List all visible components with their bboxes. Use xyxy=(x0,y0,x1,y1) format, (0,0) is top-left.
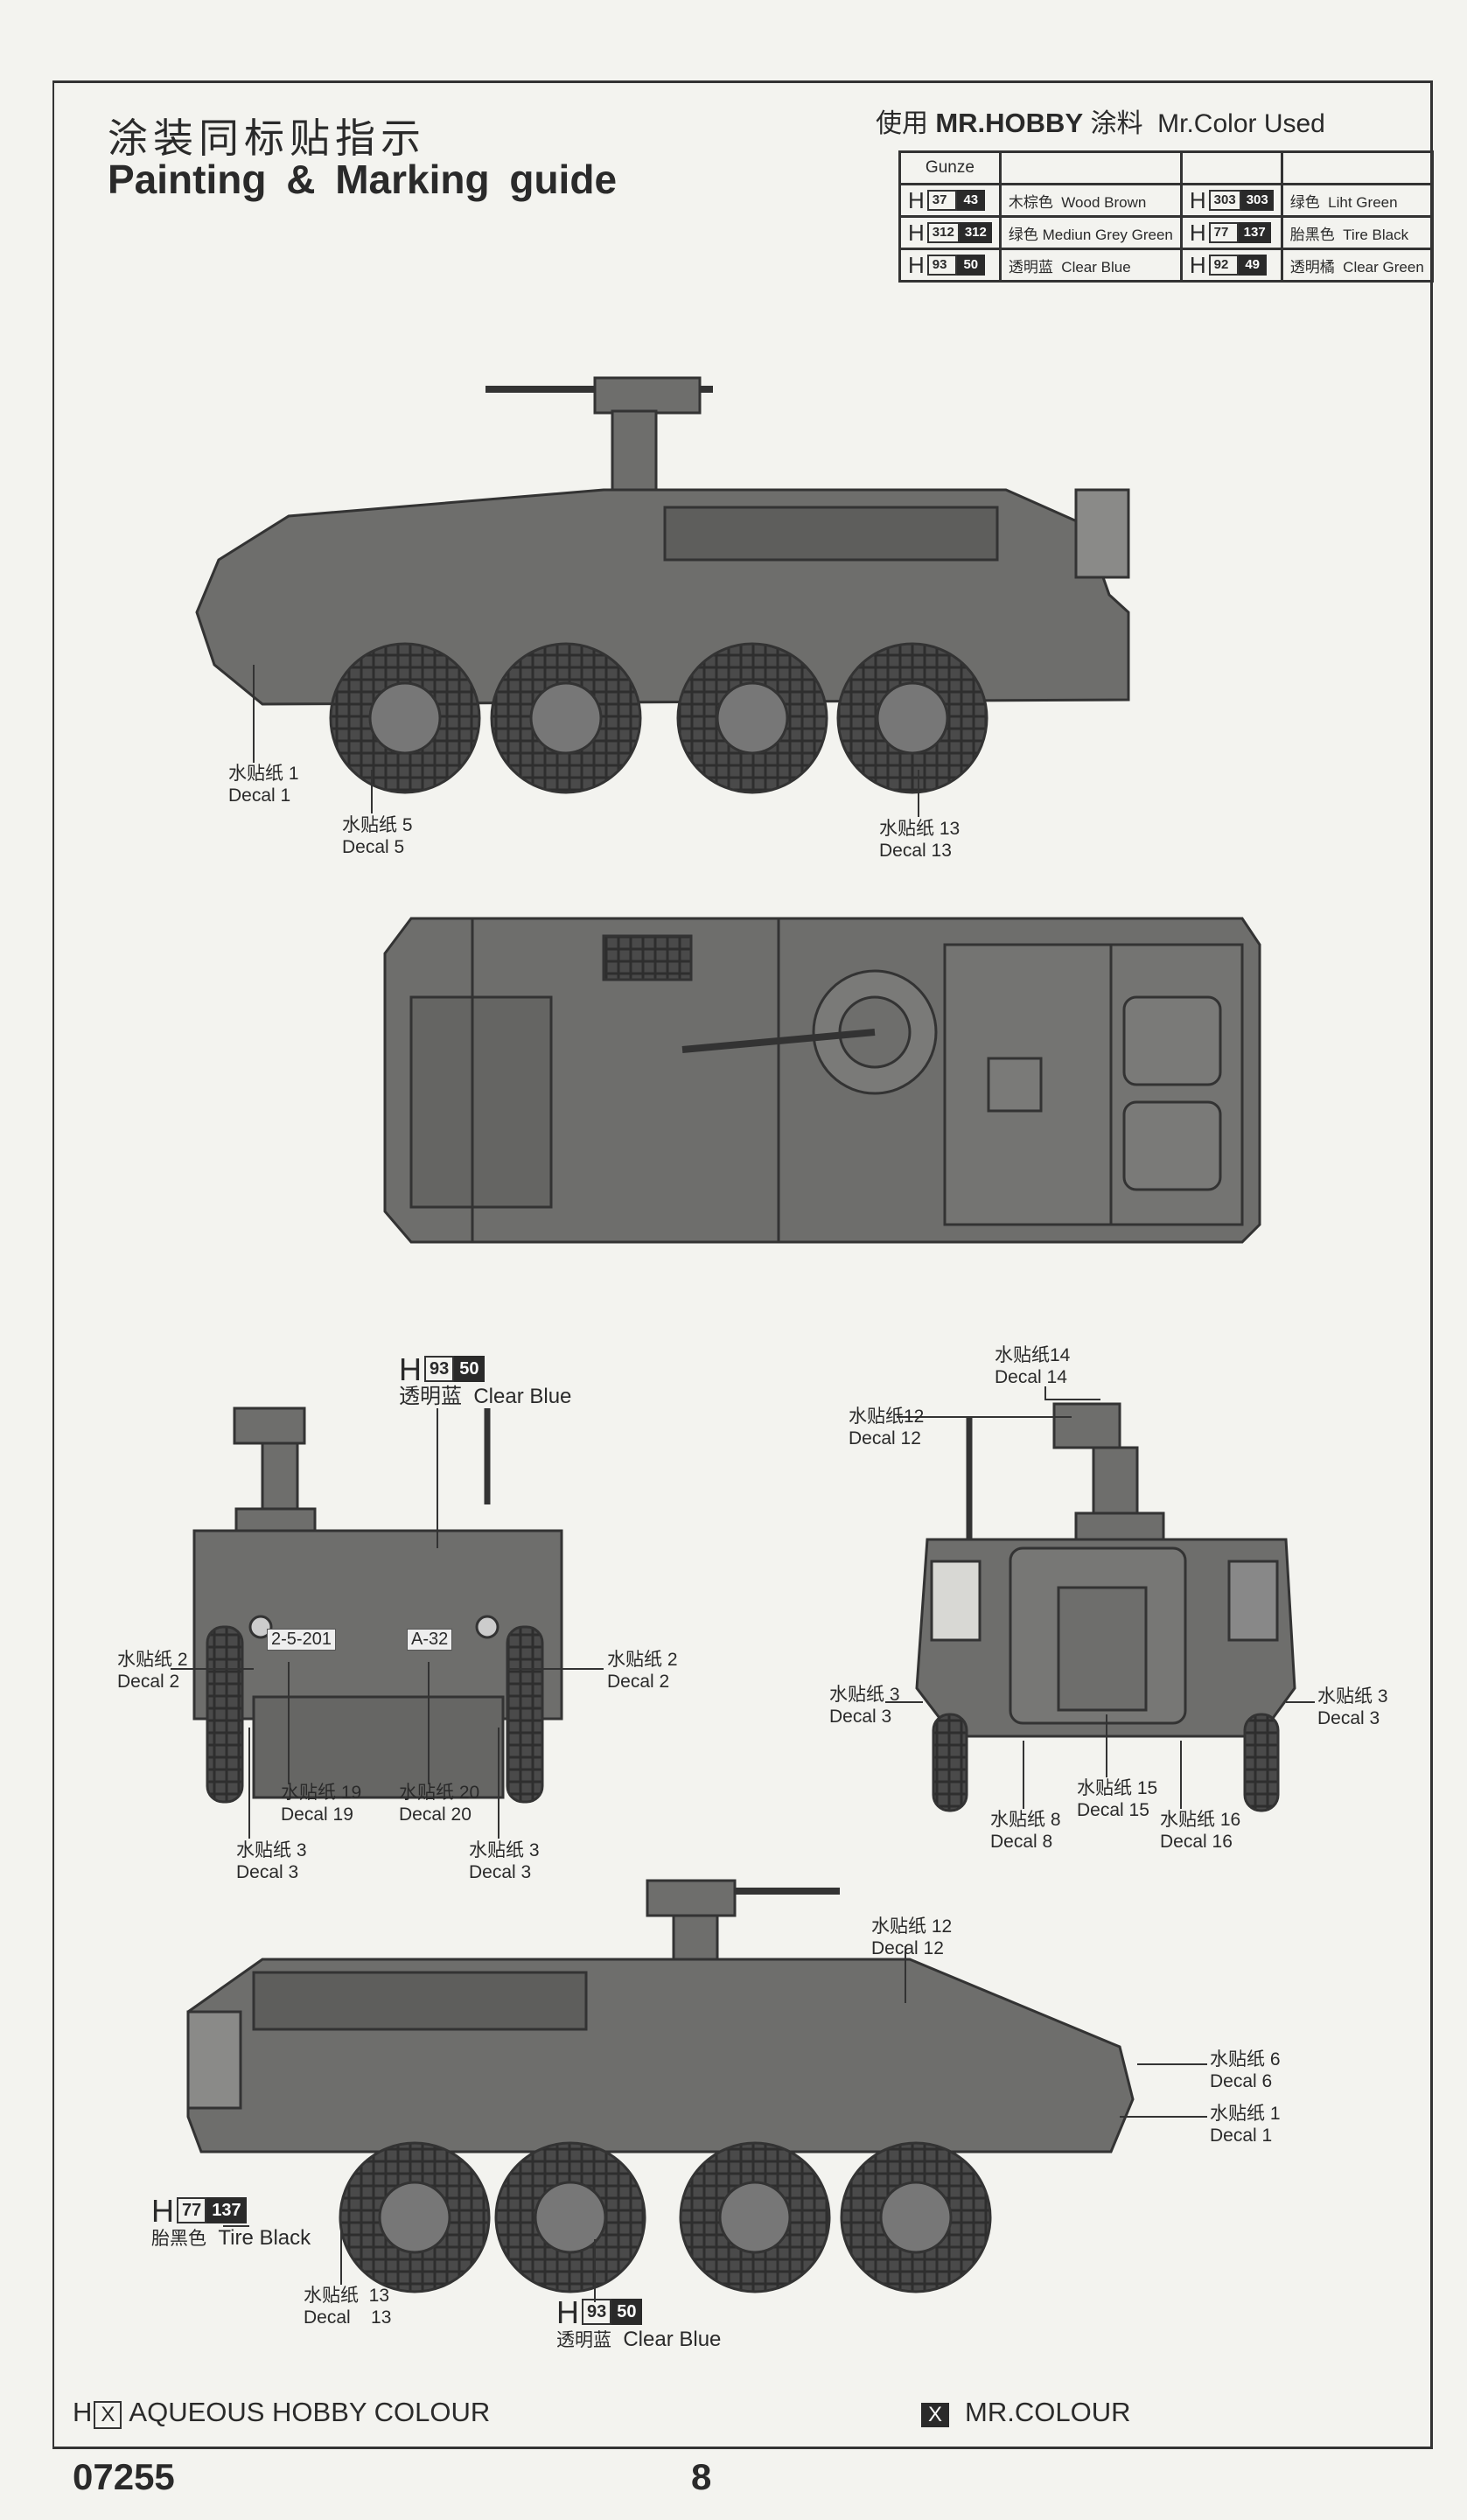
title-english: Painting & Marking guide xyxy=(108,157,618,202)
aqueous-swatch: X xyxy=(94,2401,122,2429)
side-view-lower xyxy=(186,1879,1135,2293)
gunze-header: Gunze xyxy=(898,150,1002,185)
wheels xyxy=(329,642,988,794)
paint-brand: MR.HOBBY xyxy=(935,108,1084,138)
side-view-upper xyxy=(195,376,1130,794)
mr-colour-swatch: X xyxy=(921,2403,950,2427)
paint-brand-heading: 使用 MR.HOBBY 涂料 Mr.Color Used xyxy=(876,101,1325,140)
kit-number: 07255 xyxy=(73,2456,175,2497)
plate-decal-20: A-32 xyxy=(407,1629,453,1651)
plate-decal-19: 2-5-201 xyxy=(267,1629,336,1651)
paint-suffix-cn: 涂料 xyxy=(1090,109,1143,138)
leader-lines xyxy=(171,665,1315,2302)
rear-view xyxy=(915,1402,1296,1812)
wheels xyxy=(339,2141,992,2293)
paint-prefix-cn: 使用 xyxy=(876,109,928,138)
front-view xyxy=(192,1407,563,1804)
paint-heading-en: Mr.Color Used xyxy=(1157,109,1325,138)
title-chinese: 涂装同标贴指示 xyxy=(108,115,426,162)
top-view xyxy=(383,917,1261,1244)
page-border xyxy=(52,80,1433,2449)
color-table-header: Gunze xyxy=(898,150,1434,185)
page-number: 8 xyxy=(691,2456,712,2497)
